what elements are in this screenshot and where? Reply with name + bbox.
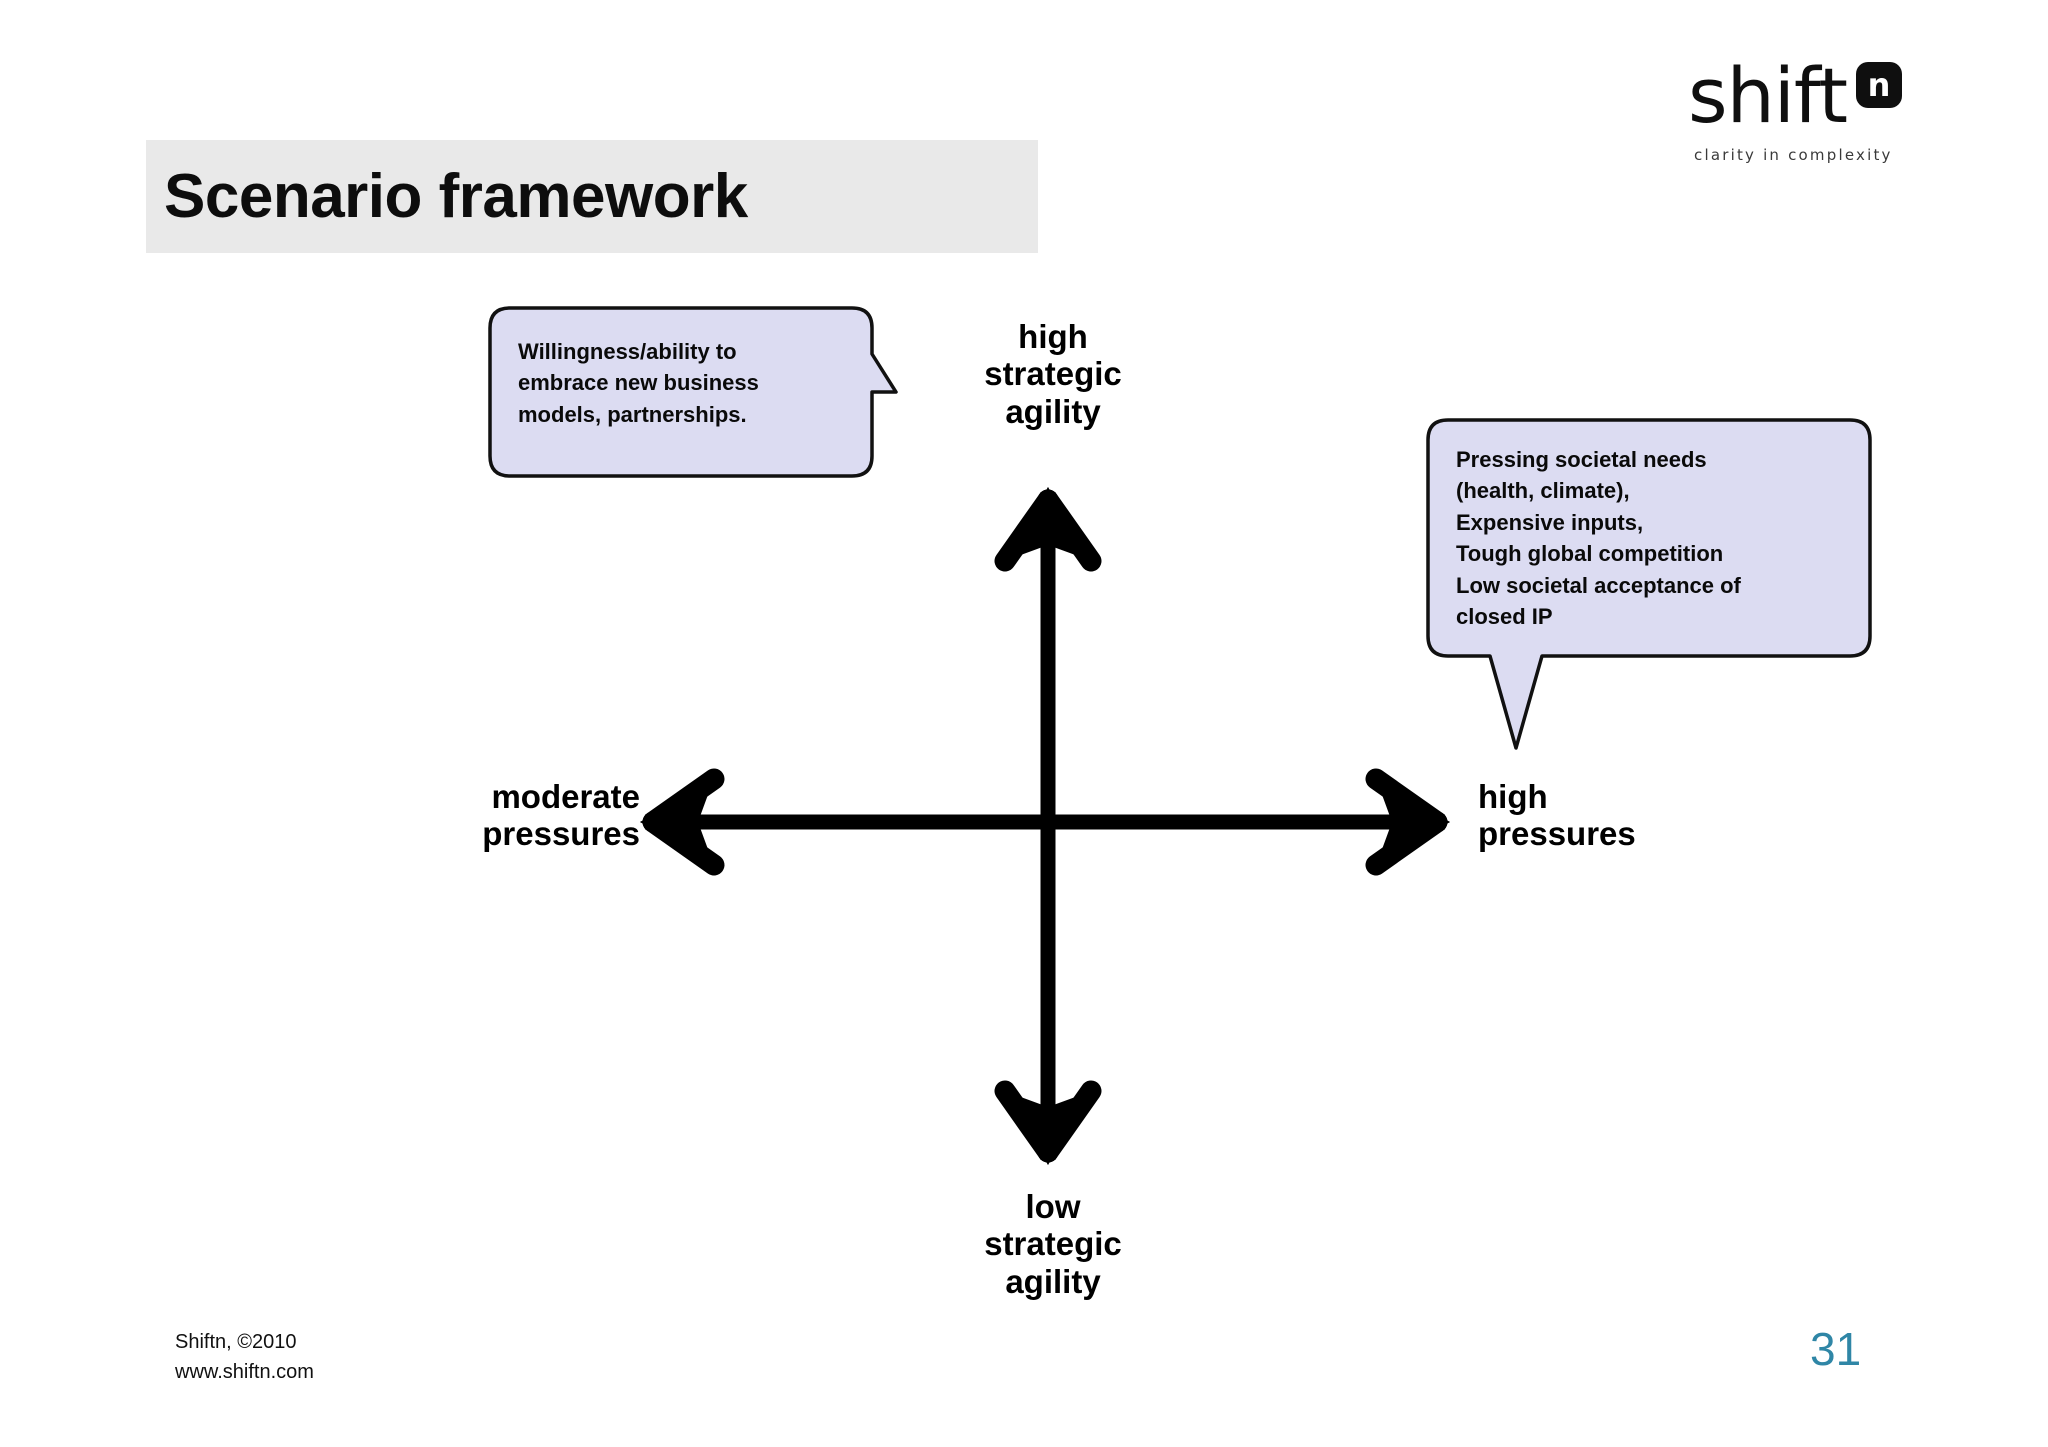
footer-website[interactable]: www.shiftn.com <box>175 1361 314 1383</box>
callout-line: Low societal acceptance of <box>1456 572 1741 598</box>
axis-label-high-pressures: high pressures <box>1478 778 1738 853</box>
logo-tagline: clarity in complexity <box>1694 146 1893 164</box>
logo-superscript-n: n <box>1856 62 1902 108</box>
axis-label-high-strategic-agility: high strategic agility <box>948 318 1158 430</box>
axis-label-line: pressures <box>482 815 640 853</box>
axis-label-line: high <box>1478 778 1548 815</box>
callout-line: closed IP <box>1456 604 1553 630</box>
callout-line: (health, climate), <box>1456 478 1630 504</box>
axis-label-line: pressures <box>1478 815 1636 853</box>
axis-label-line: agility <box>1005 392 1101 430</box>
callout-line: Willingness/ability to <box>518 339 737 364</box>
callout-left-shape <box>488 306 898 478</box>
axis-label-line: strategic <box>984 355 1122 393</box>
arrowhead-right-icon <box>1365 768 1450 876</box>
callout-line: models, partnerships. <box>518 401 747 427</box>
arrowhead-down-icon <box>994 1080 1102 1165</box>
footer: Shiftn, ©2010 www.shiftn.com <box>175 1327 314 1387</box>
title-band <box>146 140 1038 253</box>
callout-line: embrace new business <box>518 370 759 396</box>
page-number: 31 <box>1810 1323 1862 1375</box>
axis-label-line: agility <box>1005 1262 1101 1300</box>
logo-wordmark: shift <box>1688 51 1848 140</box>
page-title: Scenario framework <box>164 162 748 231</box>
axis-label-line: high <box>1018 318 1088 355</box>
arrowhead-up-icon <box>994 487 1102 572</box>
arrowhead-left-icon <box>640 768 725 876</box>
callout-willingness-ability: Willingness/ability to embrace new busin… <box>488 306 898 486</box>
callout-left-text: Willingness/ability to embrace new busin… <box>518 336 818 430</box>
axis-label-moderate-pressures: moderate pressures <box>400 778 640 853</box>
axis-label-low-strategic-agility: low strategic agility <box>948 1188 1158 1300</box>
footer-copyright: Shiftn, ©2010 <box>175 1331 297 1353</box>
callout-line: Expensive inputs, <box>1456 509 1644 535</box>
callout-line: Pressing societal needs <box>1456 447 1707 472</box>
callout-right-shape <box>1426 418 1872 750</box>
callout-right-text: Pressing societal needs (health, climate… <box>1456 444 1816 633</box>
axis-label-line: low <box>1025 1188 1081 1225</box>
callout-line: Tough global competition <box>1456 541 1724 567</box>
callout-pressing-societal-needs: Pressing societal needs (health, climate… <box>1424 418 1874 758</box>
axis-label-line: moderate <box>491 778 640 815</box>
axis-label-line: strategic <box>984 1225 1122 1263</box>
shiftn-logo: shift n clarity in complexity <box>1688 58 1928 178</box>
